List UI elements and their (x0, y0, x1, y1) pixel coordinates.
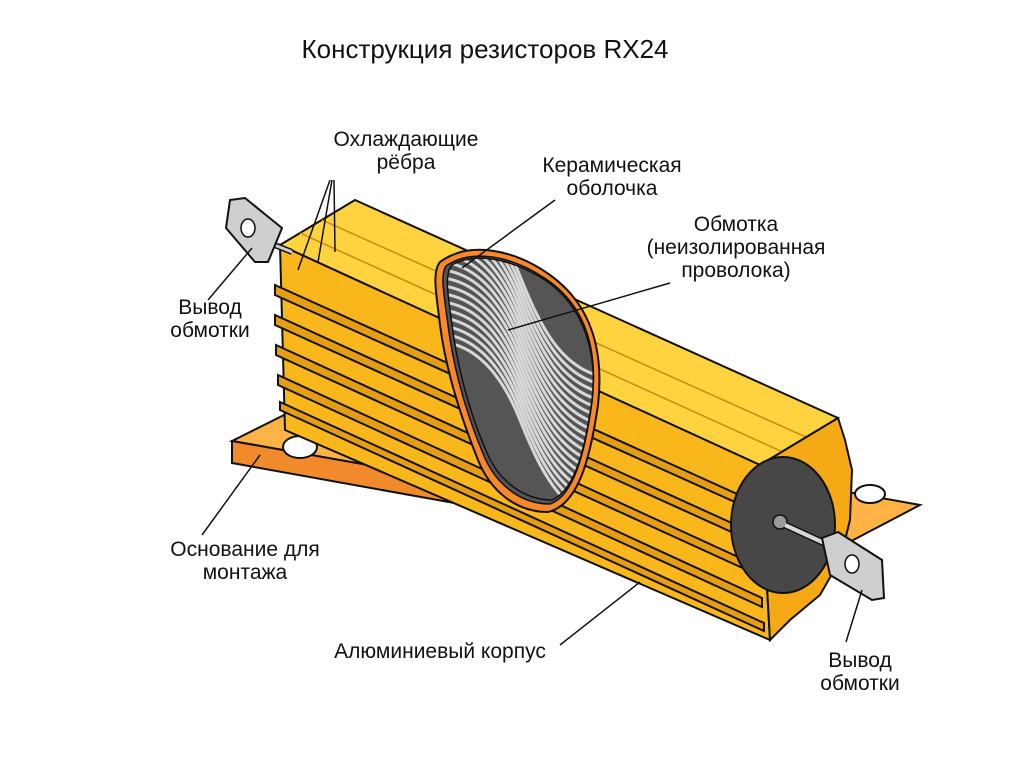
leader-lead-left (207, 247, 253, 301)
lead-left (224, 196, 294, 263)
label-lead-right: Вывод обмотки (820, 649, 900, 695)
fin-groove (279, 400, 765, 633)
label-housing: Алюминиевый корпус (334, 640, 546, 663)
label-cooling-fins: Охлаждающие рёбра (333, 128, 479, 174)
label-mount-base: Основание для монтажа (170, 538, 320, 584)
leader-fins-2 (317, 179, 333, 263)
leader-ceramic (461, 199, 556, 269)
label-ceramic-shell: Керамическая оболочка (542, 154, 682, 200)
leader-lines (201, 179, 863, 646)
leader-fins-1 (297, 179, 331, 271)
label-lead-left: Вывод обмотки (170, 296, 250, 342)
leader-winding (507, 282, 671, 331)
leader-lead-right (845, 589, 863, 643)
end-cap-terminal (772, 514, 788, 530)
base-hole-right (854, 484, 886, 504)
label-winding: Обмотка (неизолированная проволока) (646, 213, 826, 282)
leader-housing (559, 581, 641, 646)
lead-left-hole (240, 218, 256, 238)
leader-base (201, 454, 261, 536)
cutaway-window (434, 248, 601, 514)
lead-right-hole (844, 554, 860, 574)
diagram-title: Конструкция резисторов RX24 (301, 34, 669, 64)
window-outline (446, 257, 594, 501)
leader-fins-3 (333, 179, 336, 253)
lead-right (783, 521, 886, 602)
